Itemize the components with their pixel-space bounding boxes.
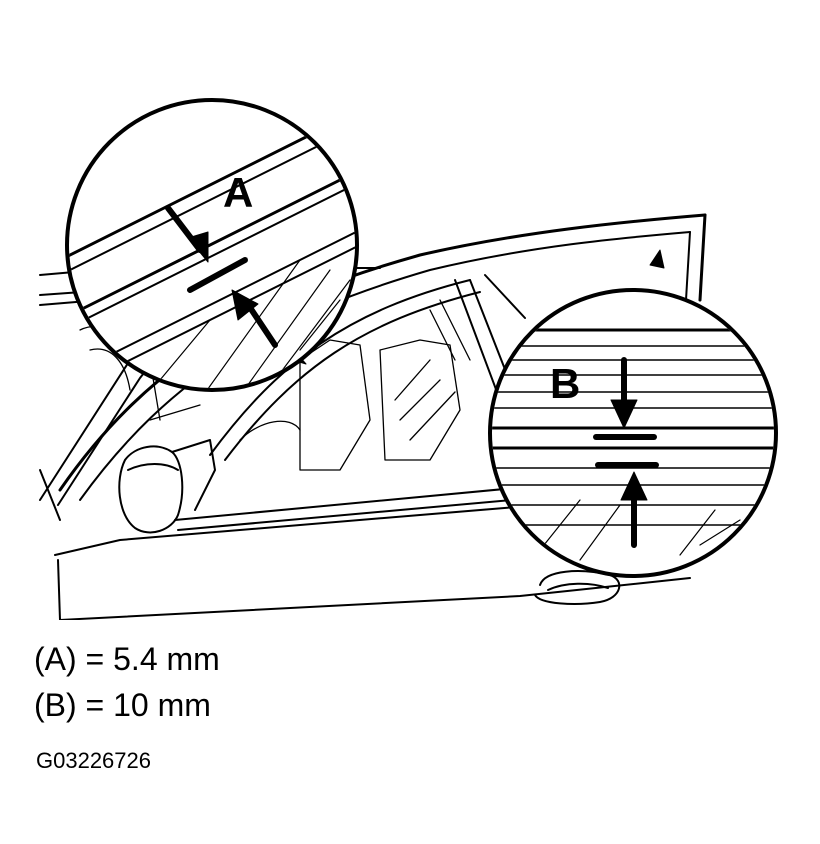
arrowhead-b-top [610, 399, 638, 429]
door-glass-run-illustration: A [39, 98, 778, 620]
leader-line-b [484, 274, 526, 319]
measurement-b-label: (B) = 10 mm [34, 687, 211, 723]
detail-circle-a [65, 98, 359, 392]
door-handle [534, 570, 621, 605]
arrowhead-a-bottom [231, 289, 259, 321]
side-mirror [118, 439, 216, 534]
callout-letter-a: A [223, 169, 253, 216]
arrowhead-b-bottom [620, 471, 648, 501]
callout-letter-b: B [550, 360, 580, 407]
measurement-a-label: (A) = 5.4 mm [34, 641, 220, 677]
leader-arrow-b [649, 249, 665, 269]
arrowhead-a-top [187, 231, 209, 263]
detail-circle-b [488, 288, 778, 578]
figure-id: G03226726 [36, 748, 151, 773]
